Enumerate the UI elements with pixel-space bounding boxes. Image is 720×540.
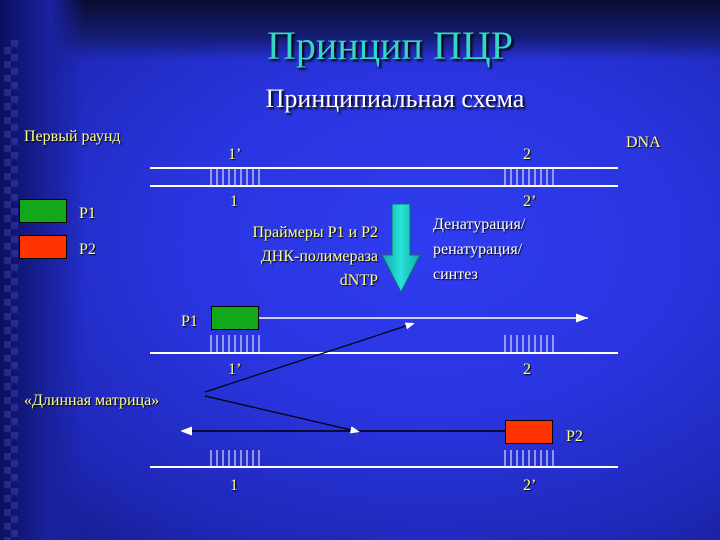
site-1-mid-ticks (210, 335, 260, 353)
site-1-low-ticks (210, 450, 260, 467)
label-low-2prime: 2’ (523, 477, 537, 494)
legend-p1-label: P1 (79, 205, 96, 222)
label-mid-1prime: 1’ (228, 361, 242, 378)
legend-p1-swatch (19, 199, 67, 223)
first-round-label: Первый раунд (24, 128, 121, 145)
primer-p1-box (211, 306, 259, 330)
label-bottom-2prime: 2’ (523, 193, 537, 210)
label-mid-2: 2 (523, 361, 531, 378)
site-1-top-ticks (210, 168, 260, 186)
left-strip (0, 0, 85, 540)
left-checker-pattern (4, 40, 18, 540)
process-down-arrow (381, 203, 421, 294)
primer-p1-label: P1 (181, 313, 198, 330)
process-step-denaturation: Денатурация/ (433, 216, 526, 233)
label-top-2: 2 (523, 146, 531, 163)
label-bottom-1: 1 (230, 193, 238, 210)
pointer-line-down (204, 395, 361, 434)
site-2-mid-ticks (504, 335, 554, 353)
page-title: Принцип ПЦР (267, 23, 513, 68)
legend-p2-label: P2 (79, 241, 96, 258)
site-2-top-ticks (504, 168, 554, 186)
site-2-low-ticks (504, 450, 554, 467)
reagent-polymerase: ДНК-полимераза (260, 248, 378, 265)
label-low-1: 1 (230, 477, 238, 494)
process-step-synthesis: синтез (433, 266, 478, 283)
reagent-dntp: dNTP (339, 272, 378, 289)
primer-p2-label: P2 (566, 428, 583, 445)
legend-p2-swatch (19, 235, 67, 259)
label-top-1prime: 1’ (228, 146, 242, 163)
top-band (0, 0, 720, 60)
primer-p2-box (505, 420, 553, 444)
process-step-renaturation: ренатурация/ (433, 241, 523, 258)
page-subtitle: Принципиальная схема (265, 84, 525, 113)
dna-label: DNA (626, 134, 661, 151)
reagent-primers: Праймеры Р1 и Р2 (252, 224, 378, 241)
long-template-label: «Длинная матрица» (24, 392, 160, 409)
pointer-line-up (204, 322, 416, 393)
